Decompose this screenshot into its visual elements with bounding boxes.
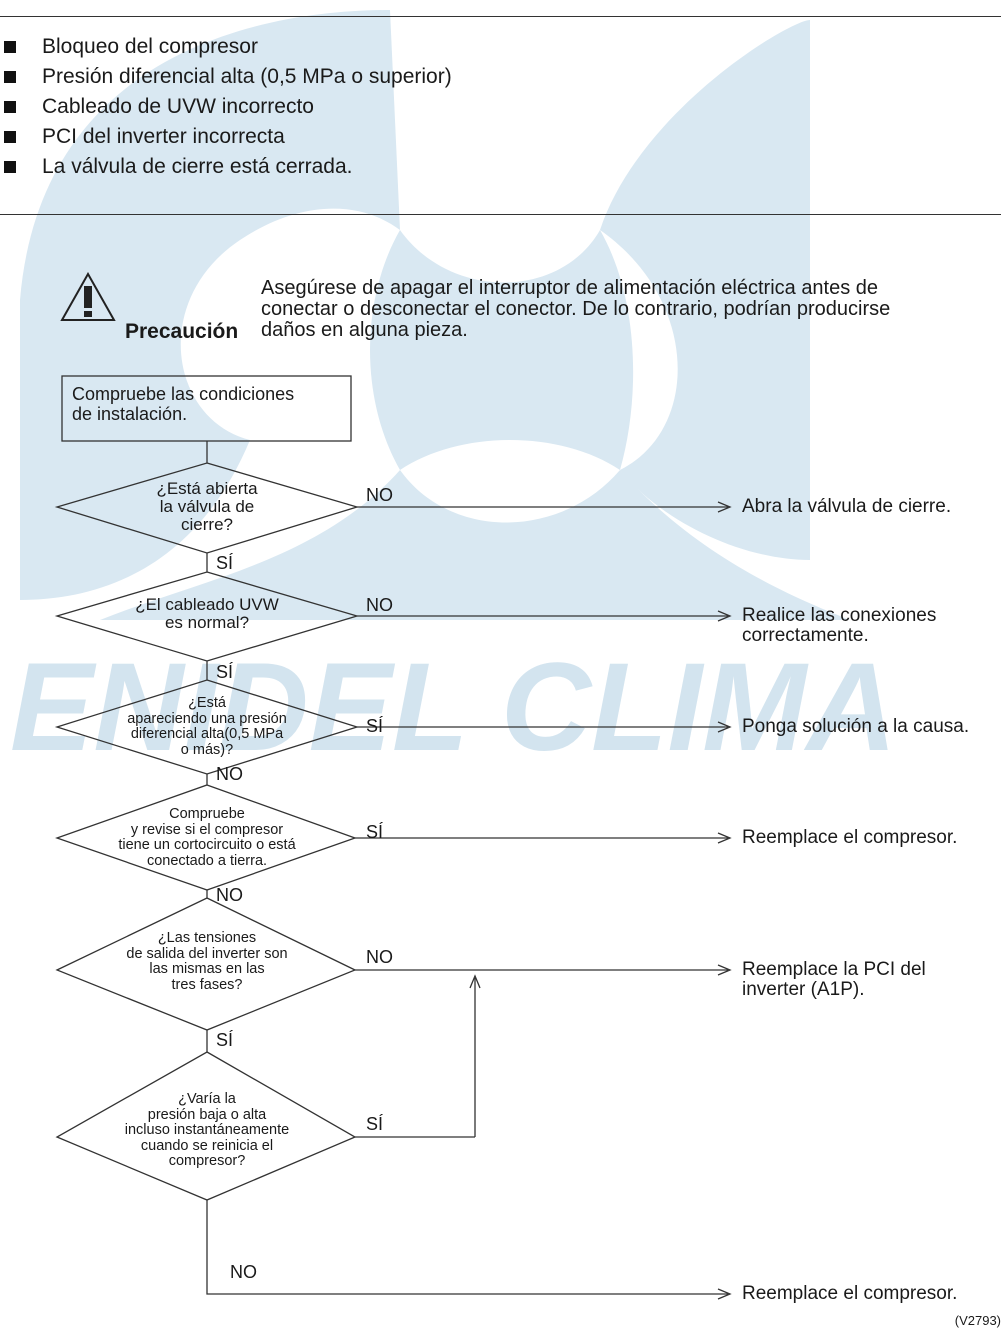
bullet-square-icon [4,131,16,143]
down-label-4: NO [216,885,243,905]
cause-item: La válvula de cierre está cerrada. [0,152,452,182]
result-final: Reemplace el compresor. [742,1283,958,1304]
branch-label-3: SÍ [366,716,384,736]
decision-text-6: ¿Varía la presión baja o alta incluso in… [124,1091,290,1169]
arrow-head-6 [469,974,481,989]
bullet-square-icon [4,161,16,173]
arrow-head-4 [717,832,732,844]
branch-label-2: NO [366,595,393,615]
branch-label-1: NO [366,485,393,505]
result-4: Reemplace el compresor. [742,827,958,848]
bullet-square-icon [4,101,16,113]
down-label-5: SÍ [216,1030,234,1050]
caution-label: Precaución [125,320,239,343]
arrow-head-5 [717,964,732,976]
arrow-head-7 [717,1288,732,1300]
start-box-text: Compruebe las condiciones de instalación… [72,384,295,424]
result-3: Ponga solución a la causa. [742,716,970,737]
arrow-head-1 [717,501,732,513]
figure-code: (V2793) [954,1313,1001,1328]
decision-text-2: ¿El cableado UVW es normal? [135,595,279,632]
down-label-3: NO [216,764,243,784]
branch-label-6: SÍ [366,1114,384,1134]
down-label-2: SÍ [216,662,234,682]
caution-text: Asegúrese de apagar el interruptor de al… [261,277,891,341]
bullet-square-icon [4,71,16,83]
watermark-text: ENIDEL CLIMA [10,638,897,777]
down-label-1: SÍ [216,553,234,573]
section-rule [0,214,1001,215]
cause-item: PCI del inverter incorrecta [0,122,452,152]
cause-list: Bloqueo del compresor Presión diferencia… [0,32,452,182]
top-rule [0,16,1001,17]
decision-text-3: ¿Está apareciendo una presión diferencia… [127,695,287,758]
result-1: Abra la válvula de cierre. [742,496,952,517]
cause-item: Presión diferencial alta (0,5 MPa o supe… [0,62,452,92]
decision-text-5: ¿Las tensiones de salida del inverter so… [126,930,288,993]
branch-label-4: SÍ [366,822,384,842]
bullet-square-icon [4,41,16,53]
decision-text-4: Compruebe y revise si el compresor tiene… [118,806,296,869]
result-2: Realice las conexiones correctamente. [742,605,937,646]
warning-triangle-icon [60,272,116,321]
result-5: Reemplace la PCI del inverter (A1P). [742,959,926,1000]
down-label-6: NO [230,1262,257,1282]
decision-text-1: ¿Está abierta la válvula de cierre? [156,479,258,534]
branch-label-5: NO [366,947,393,967]
cause-item: Cableado de UVW incorrecto [0,92,452,122]
arrow-head-2 [717,610,732,622]
cause-item: Bloqueo del compresor [0,32,452,62]
arrow-head-3 [717,721,732,733]
